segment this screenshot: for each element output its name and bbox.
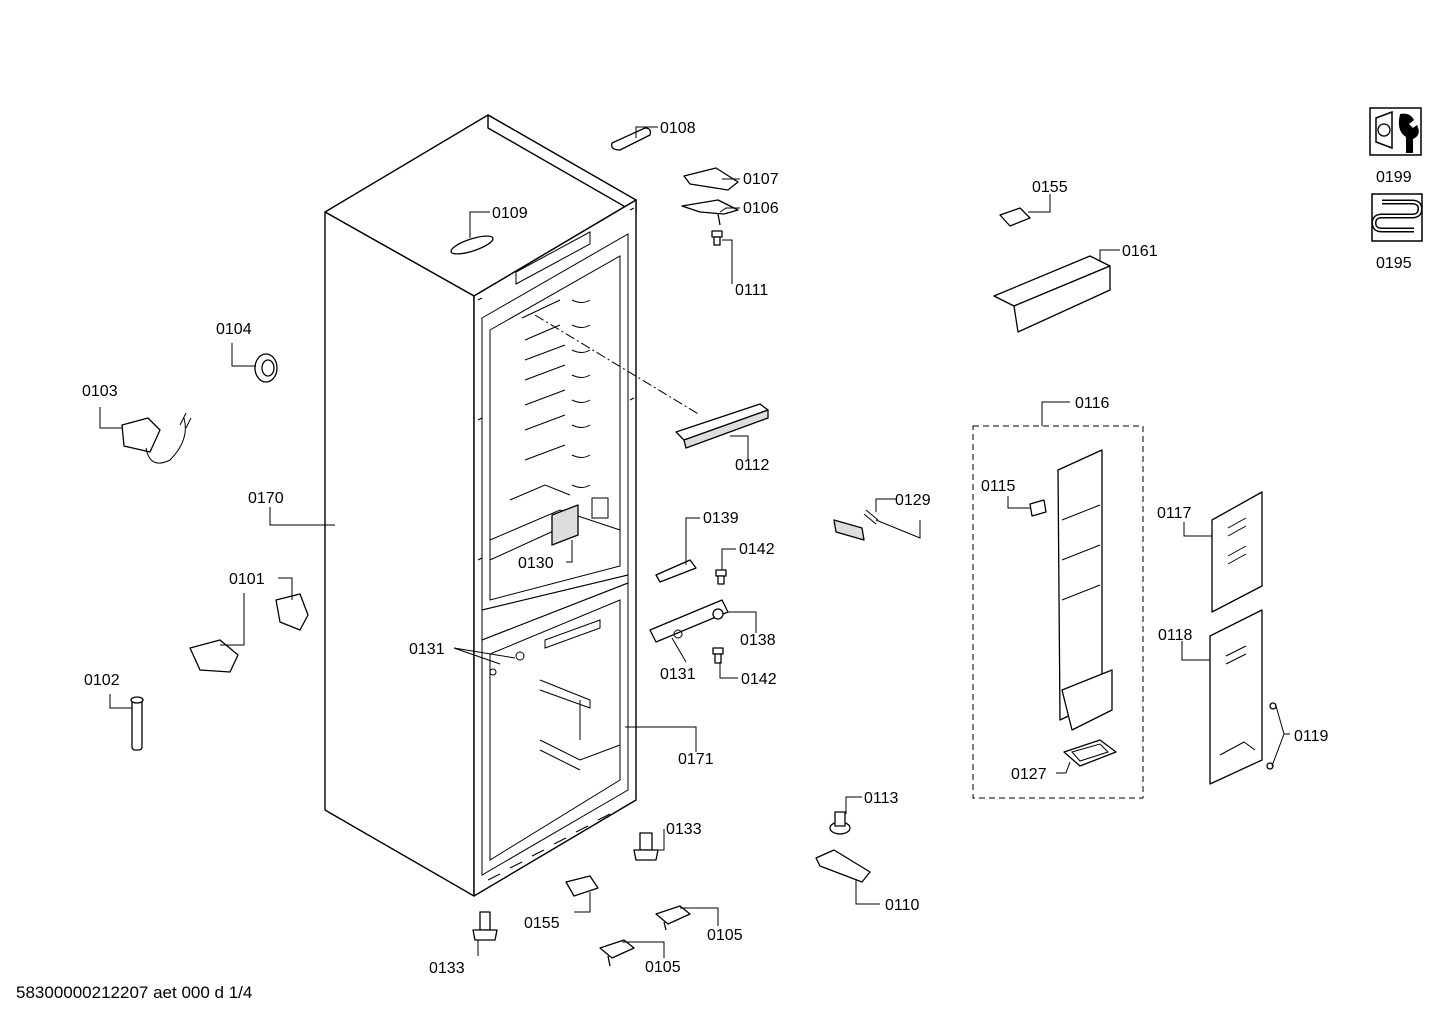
part-0109-handle (450, 235, 494, 255)
part-0129-clip (833, 509, 879, 541)
label-0130: 0130 (518, 555, 554, 572)
part-0106-hinge (681, 199, 739, 226)
part-0117-cover-panel (1211, 491, 1263, 613)
wrench-nut-icon (1369, 107, 1422, 156)
part-0133-foot-lower (472, 911, 498, 941)
part-0115-pad (1029, 499, 1047, 517)
condenser-coil-icon (1371, 193, 1423, 242)
label-0101: 0101 (229, 571, 265, 588)
label-0109: 0109 (492, 205, 528, 222)
label-0131-left: 0131 (409, 641, 445, 658)
part-0102-heater (130, 696, 144, 751)
label-0118: 0118 (1158, 627, 1193, 644)
part-0118-rear-panel (1209, 609, 1263, 785)
part-0119-screws (1266, 702, 1277, 770)
label-0199: 0199 (1376, 169, 1412, 186)
part-0107-hinge-cap (683, 167, 739, 191)
label-0139: 0139 (703, 510, 739, 527)
label-0127: 0127 (1011, 766, 1047, 783)
label-0111: 0111 (735, 282, 768, 299)
label-0171: 0171 (678, 751, 714, 768)
part-0161-control-housing (993, 255, 1111, 333)
label-0106: 0106 (743, 200, 779, 217)
label-0133-lower: 0133 (429, 960, 465, 977)
part-0138-middle-hinge (649, 599, 729, 643)
part-0139-hinge-pin (655, 559, 697, 583)
label-0115: 0115 (981, 478, 1016, 495)
part-0116-air-duct (1057, 449, 1113, 731)
part-0155-clip-lower (565, 875, 599, 897)
part-0155-clip-upper (999, 207, 1031, 227)
label-0170: 0170 (248, 490, 284, 507)
part-0127-seal (1063, 739, 1117, 767)
label-0161: 0161 (1122, 243, 1158, 260)
part-0142-screw-lower (712, 647, 724, 664)
label-0119: 0119 (1294, 728, 1329, 745)
part-0112-light-module (675, 403, 769, 449)
label-0107: 0107 (743, 171, 779, 188)
label-0103: 0103 (82, 383, 118, 400)
label-0129: 0129 (895, 492, 931, 509)
label-0138: 0138 (740, 632, 776, 649)
label-0105-b: 0105 (645, 959, 681, 976)
label-0102: 0102 (84, 672, 120, 689)
part-0103-power-cord (121, 412, 192, 464)
label-0112: 0112 (735, 457, 770, 474)
part-0113-valve (829, 811, 851, 835)
label-0116: 0116 (1075, 395, 1110, 412)
label-0155-lower: 0155 (524, 915, 560, 932)
label-0131-right: 0131 (660, 666, 696, 683)
part-0105-bracket-b (599, 939, 635, 967)
label-0113: 0113 (864, 790, 899, 807)
label-0110: 0110 (885, 897, 920, 914)
fridge-cabinet (324, 114, 701, 897)
part-0110-bracket (815, 849, 871, 883)
assembly-0116-box (972, 425, 1144, 799)
part-0108-cover (611, 127, 652, 151)
label-0142-upper: 0142 (739, 541, 775, 558)
part-0105-bracket-a (655, 905, 691, 931)
label-0195: 0195 (1376, 255, 1412, 272)
label-0105-a: 0105 (707, 927, 743, 944)
label-0133-upper: 0133 (666, 821, 702, 838)
part-0142-screw-upper (715, 569, 727, 585)
part-0133-foot-upper (633, 832, 659, 861)
label-0108: 0108 (660, 120, 696, 137)
label-0142-lower: 0142 (741, 671, 777, 688)
label-0104: 0104 (216, 321, 252, 338)
leader-lines (99, 126, 1290, 958)
part-0101-bracket (189, 593, 309, 673)
label-0155-upper: 0155 (1032, 179, 1068, 196)
label-0117: 0117 (1157, 505, 1192, 522)
part-0111-screw (711, 230, 723, 246)
part-0104-grommet (254, 353, 278, 383)
document-code: 58300000212207 aet 000 d 1/4 (16, 983, 252, 1002)
callout-labels: 0108 0107 0106 0109 0111 0104 0103 0112 … (82, 120, 1329, 977)
